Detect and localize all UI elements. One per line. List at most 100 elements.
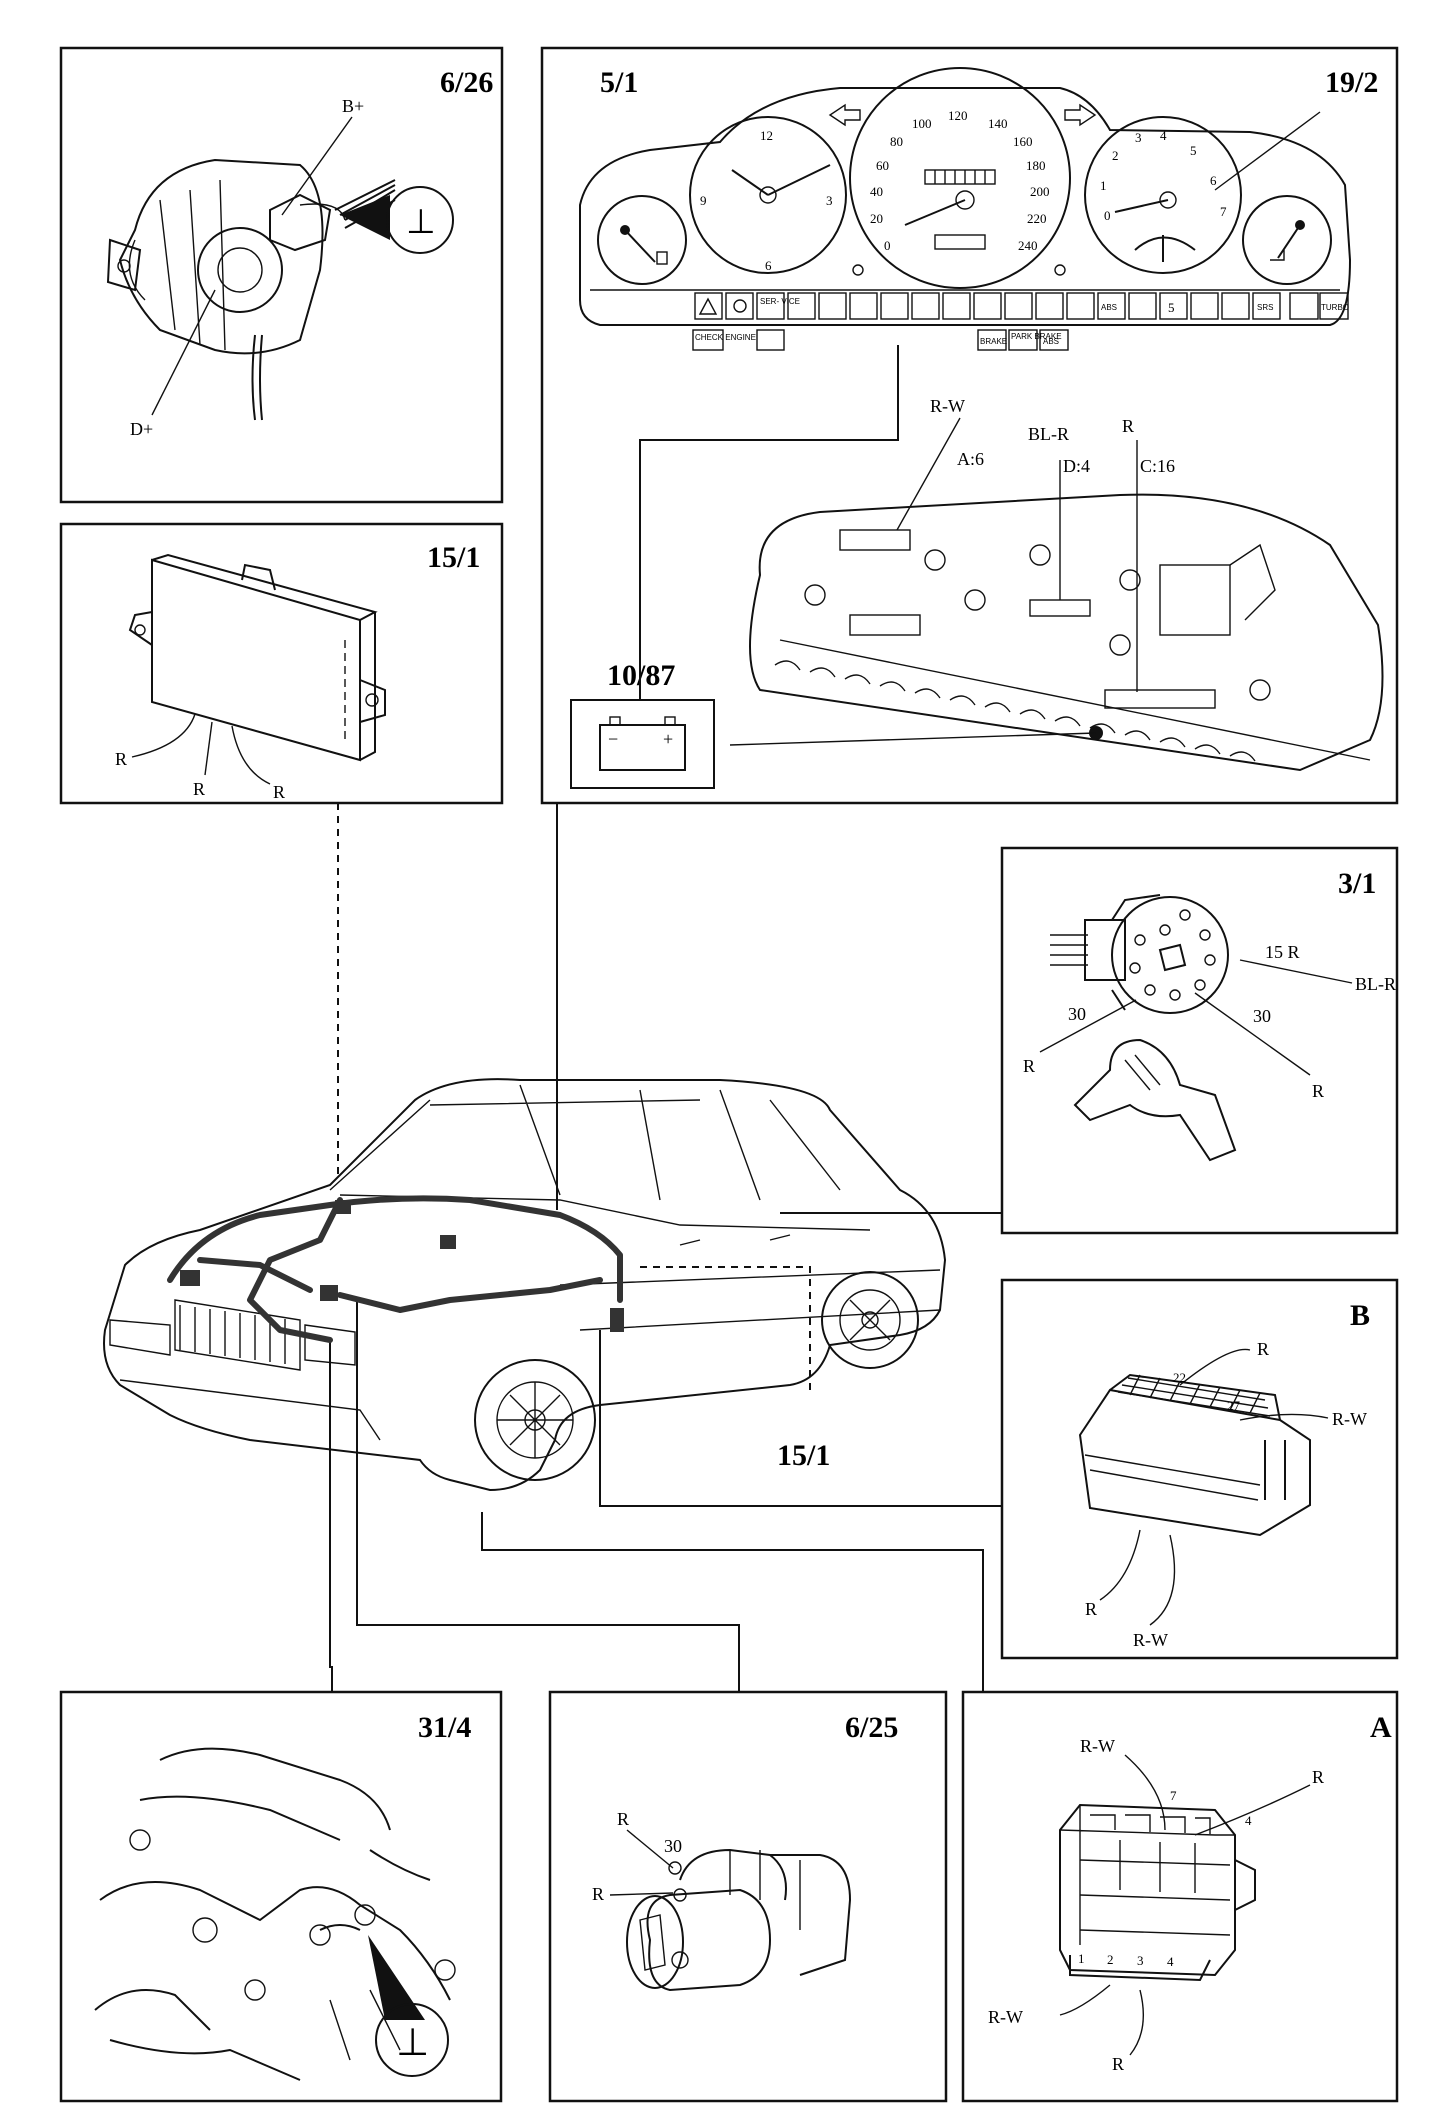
speedo-tick-80: 80 — [890, 134, 903, 149]
warn-five: 5 — [1168, 300, 1175, 315]
warn-brake: BRAKE — [980, 337, 1007, 346]
warn-abs: ABS — [1043, 337, 1059, 346]
leader-r-starter-top — [626, 1829, 674, 1869]
line-starter — [356, 1300, 740, 1692]
cluster-outline — [579, 87, 1352, 326]
warn-service: SER- VICE — [760, 297, 800, 306]
wire-r-3 — [231, 725, 271, 785]
label-r-ign-left: R — [1023, 1056, 1035, 1076]
rear-wheel — [821, 1271, 919, 1369]
warn-check-engine: CHECK ENGINE — [695, 333, 756, 342]
clock-tick-6: 6 — [765, 258, 772, 273]
battery-icon — [599, 716, 686, 771]
panel-title-31-4: 31/4 — [418, 1711, 471, 1744]
park-brake-lamp — [1008, 329, 1038, 351]
dimmer-knob[interactable] — [1054, 264, 1066, 276]
label-pin-a6: A:6 — [957, 449, 984, 469]
label-r-starter: R — [592, 1884, 604, 1904]
tach-tick-5: 5 — [1190, 143, 1197, 158]
label-pin-22: 22 — [1173, 1370, 1186, 1385]
leader-r-starter — [609, 1892, 674, 1896]
tach-tick-4: 4 — [1160, 128, 1167, 143]
leader-b-plus — [281, 116, 353, 216]
cluster-back-pcb — [749, 493, 1384, 772]
odometer — [924, 169, 996, 185]
label-r-a-bottom: R — [1112, 2054, 1124, 2074]
leader-r-a-top — [1194, 1784, 1311, 1836]
harness-connector-3 — [440, 1235, 456, 1249]
pin-num-2: 2 — [1107, 1952, 1114, 1967]
panel-connector-b: B 22 R 27 R-W R R-W — [1000, 1278, 1399, 1660]
label-30-starter: 30 — [664, 1836, 682, 1856]
warn-abs-small: ABS — [1101, 303, 1117, 312]
label-b-plus: B+ — [342, 96, 364, 116]
speedo-tick-20: 20 — [870, 211, 883, 226]
leader-rw-a-top — [1124, 1754, 1166, 1831]
label-pin-4: 4 — [1245, 1813, 1252, 1828]
label-30-left: 30 — [1068, 1004, 1086, 1024]
panel-connector-a: A 1 2 3 4 R-W 7 R 4 R-W R — [961, 1690, 1399, 2103]
alternator-icon — [106, 158, 396, 421]
speedo-tick-0: 0 — [884, 238, 891, 253]
label-pin-7: 7 — [1170, 1788, 1177, 1803]
panel-ignition-switch: 3/1 15 R BL-R 30 R 30 R — [1000, 846, 1399, 1235]
pin-num-1: 1 — [1078, 1951, 1085, 1966]
label-r-w-a-top: R-W — [1080, 1736, 1115, 1756]
control-unit-icon — [128, 553, 386, 762]
panel-title-3-1: 3/1 — [1338, 867, 1376, 900]
warn-turbo: TURBO — [1321, 303, 1349, 312]
wire-rw-b — [1149, 1534, 1176, 1626]
label-15-r: 15 R — [1265, 942, 1300, 962]
label-r-2: R — [193, 779, 205, 799]
connector-b-icon — [1078, 1373, 1311, 1537]
panel-title-a: A — [1370, 1711, 1392, 1744]
clock-gauge: 12 3 6 9 — [689, 116, 847, 274]
panel-title-5-1: 5/1 — [600, 66, 638, 99]
harness-connector-2 — [320, 1285, 338, 1301]
ground-symbol-circle — [386, 186, 454, 254]
leader-15r — [1239, 959, 1353, 984]
trip-reset-knob[interactable] — [852, 264, 864, 276]
battery-box — [570, 699, 715, 789]
speedo-tick-60: 60 — [876, 158, 889, 173]
tach-tick-1: 1 — [1100, 178, 1107, 193]
ignition-switch-icon — [1050, 894, 1237, 1162]
speedo-tick-180: 180 — [1026, 158, 1046, 173]
wire-rw-a-bottom — [1059, 1984, 1111, 2016]
harness-connector-4 — [335, 1200, 351, 1214]
wire-r-2 — [204, 721, 213, 776]
ground-icon: ⊥ — [406, 202, 436, 242]
panel-title-19-2: 19/2 — [1325, 66, 1378, 99]
clock-tick-12: 12 — [760, 128, 773, 143]
speedo-tick-120: 120 — [948, 108, 968, 123]
label-r-b-bottom: R — [1085, 1599, 1097, 1619]
speedometer: 0 20 40 60 80 100 120 140 160 180 200 22… — [849, 67, 1071, 289]
warning-lights: SER- VICE ABS 5 SRS TURBO — [694, 292, 1349, 320]
tach-tick-2: 2 — [1112, 148, 1119, 163]
front-wheel — [474, 1359, 596, 1481]
line-ground — [329, 1340, 333, 1692]
label-pin-d4: D:4 — [1063, 456, 1090, 476]
label-r-w-b-bottom: R-W — [1133, 1630, 1168, 1650]
speedo-tick-220: 220 — [1027, 211, 1047, 226]
abs-lamp — [1039, 329, 1069, 351]
brake-lamp — [977, 329, 1007, 351]
line-connector-a — [481, 1512, 984, 1692]
pin-num-4: 4 — [1167, 1954, 1174, 1969]
warn-park-brake: PARK BRAKE — [1011, 332, 1062, 341]
panel-title-10-87: 10/87 — [607, 659, 675, 692]
line-connector-b — [599, 1330, 1002, 1507]
turn-right-indicator-icon — [1064, 103, 1097, 127]
tach-tick-6: 6 — [1210, 173, 1217, 188]
tachometer: 0 1 2 3 4 5 6 7 — [1084, 116, 1242, 274]
speedo-tick-100: 100 — [912, 116, 932, 131]
panel-starter: 6/25 R 30 R — [548, 1690, 948, 2103]
label-r-cluster: R — [1122, 416, 1134, 436]
speedo-tick-200: 200 — [1030, 184, 1050, 199]
connector-a-icon — [1059, 1803, 1256, 1982]
turn-left-indicator-icon — [828, 103, 861, 127]
fuel-gauge — [597, 195, 687, 285]
temperature-gauge — [1242, 195, 1332, 285]
pin-num-3: 3 — [1137, 1953, 1144, 1968]
speedo-tick-240: 240 — [1018, 238, 1038, 253]
